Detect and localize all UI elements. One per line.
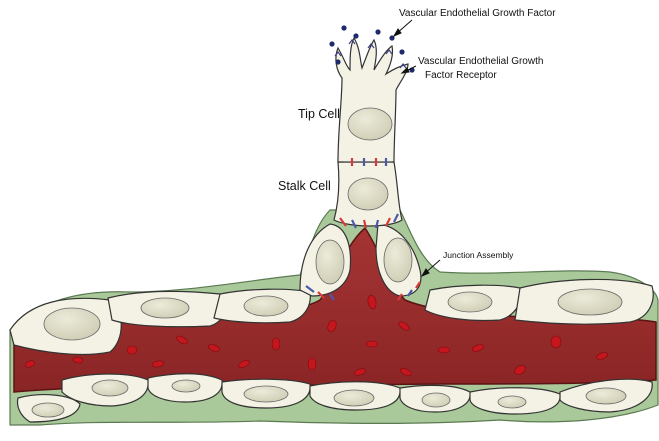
nucleus	[32, 403, 64, 417]
red-blood-cell	[366, 341, 378, 347]
nucleus	[348, 178, 388, 210]
nucleus	[586, 388, 626, 404]
nucleus	[244, 386, 288, 402]
vegfr-label-line2: Factor Receptor	[425, 70, 497, 81]
red-blood-cell	[272, 338, 280, 350]
nucleus	[498, 396, 526, 408]
nucleus	[172, 380, 200, 392]
stalk-cell-label: Stalk Cell	[278, 179, 331, 193]
nucleus	[141, 298, 189, 318]
nucleus	[384, 238, 412, 282]
nucleus	[244, 296, 288, 316]
nucleus	[334, 390, 374, 406]
nucleus	[316, 240, 344, 284]
tip-cell	[336, 38, 408, 162]
red-blood-cell	[308, 358, 316, 370]
junction-label: Junction Assembly	[443, 250, 514, 260]
vegfr-label-line1: Vascular Endothelial Growth	[418, 56, 543, 67]
vegf-dot	[329, 41, 334, 46]
vegf-dot	[335, 59, 340, 64]
stalk-cell	[334, 162, 402, 226]
labels: Vascular Endothelial Growth Factor Vascu…	[278, 8, 556, 260]
nucleus	[422, 393, 450, 407]
vegf-dot	[399, 49, 404, 54]
nucleus	[448, 292, 492, 312]
vegf-dot	[341, 25, 346, 30]
red-blood-cell	[438, 347, 450, 353]
nucleus	[92, 380, 128, 396]
vegf-dot	[375, 29, 380, 34]
vegf-dot	[353, 33, 358, 38]
tip-cell-body	[336, 38, 408, 162]
red-blood-cell	[551, 336, 561, 348]
tip-cell-label: Tip Cell	[298, 107, 340, 121]
red-blood-cell	[127, 346, 137, 354]
nucleus	[44, 308, 100, 340]
nucleus	[348, 108, 392, 140]
nucleus	[558, 289, 622, 315]
vegf-label: Vascular Endothelial Growth Factor	[399, 8, 556, 19]
